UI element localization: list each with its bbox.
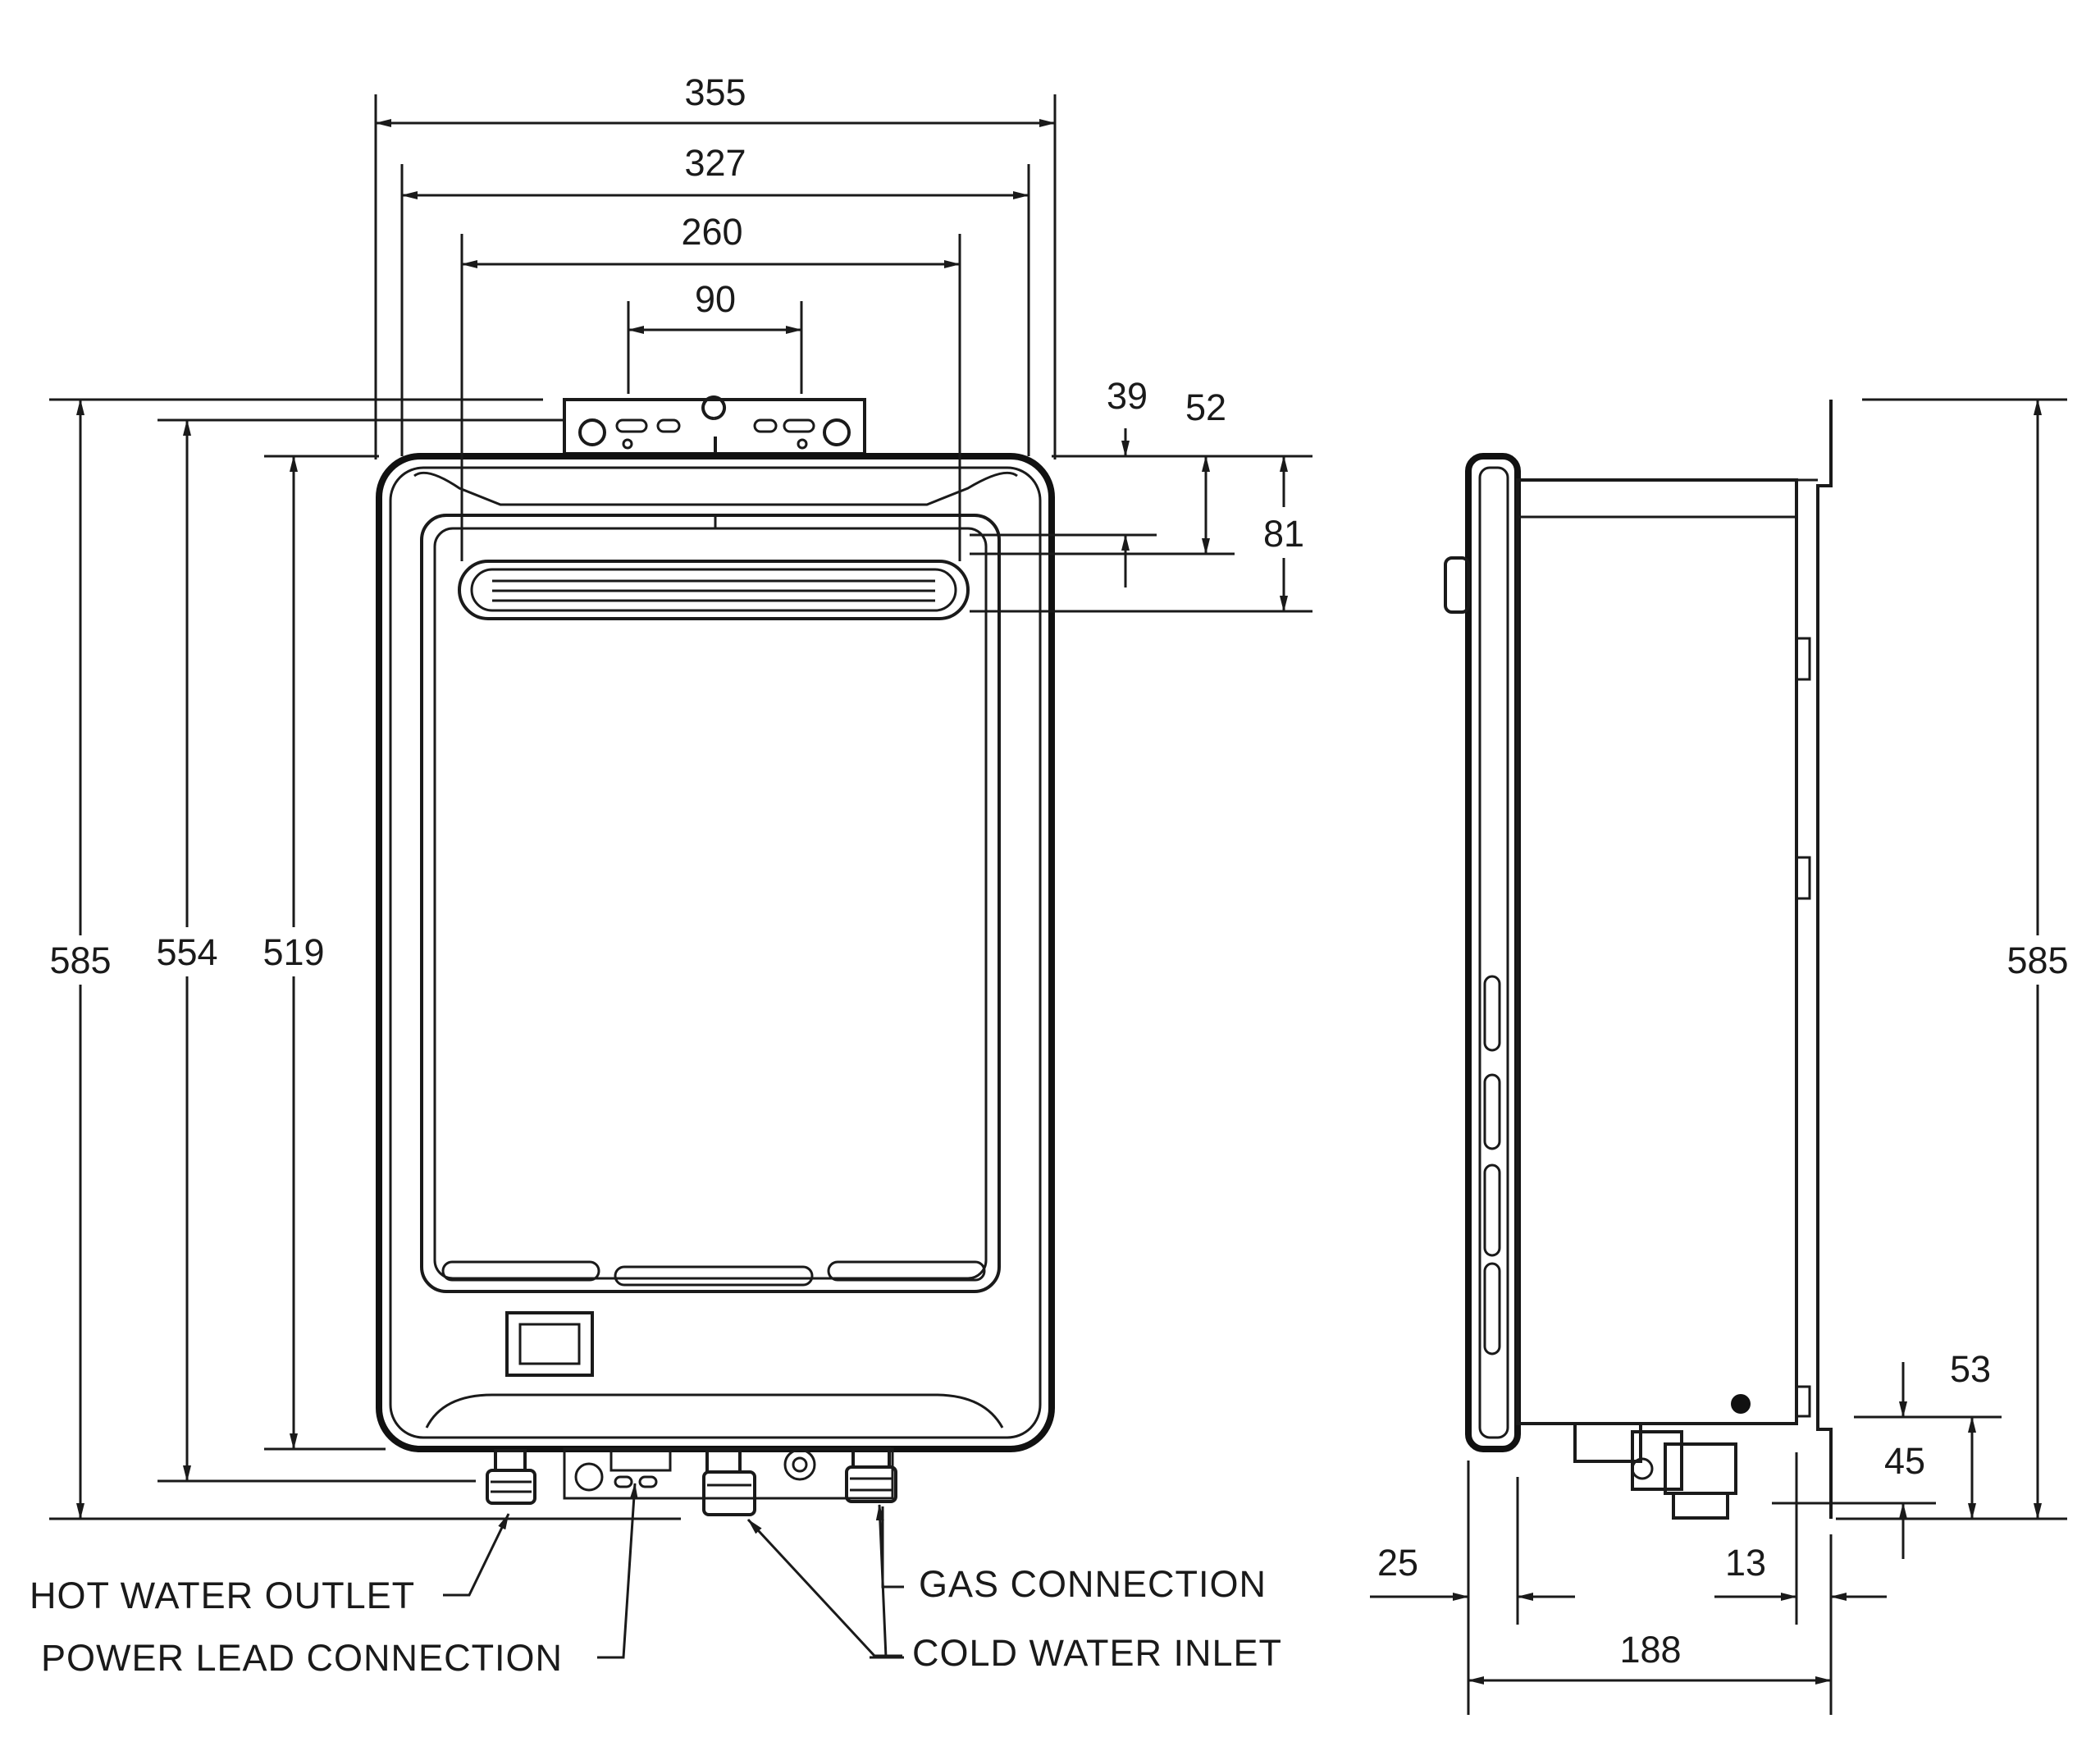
dim-height-554: 554 (156, 931, 217, 973)
dim-flue-39: 39 (1107, 375, 1148, 417)
dim-width-260: 260 (681, 211, 742, 253)
dim-flue-52: 52 (1185, 386, 1226, 428)
side-bottom-fittings (1573, 1394, 1751, 1520)
front-extension-lines (49, 94, 1312, 1520)
dim-side-25: 25 (1377, 1542, 1418, 1584)
front-width-dim-lines (375, 119, 1056, 334)
flue-outlet (458, 560, 970, 620)
control-display (505, 1311, 594, 1377)
dim-side-45: 45 (1884, 1440, 1925, 1482)
label-power-lead-connection: POWER LEAD CONNECTION (41, 1637, 563, 1679)
side-view: 585 53 45 25 13 188 (1370, 398, 2079, 1715)
front-view: 355 327 260 90 585 554 519 39 52 81 (30, 71, 1312, 1679)
bottom-connections (486, 1447, 897, 1516)
dim-side-height-585: 585 (2006, 939, 2068, 981)
dim-side-53: 53 (1950, 1348, 1991, 1390)
side-depth-dim-lines (1370, 1593, 1887, 1685)
label-hot-water-outlet: HOT WATER OUTLET (30, 1575, 415, 1616)
lower-vents (441, 1260, 986, 1287)
dim-flue-81: 81 (1263, 513, 1304, 555)
dim-height-519: 519 (262, 931, 324, 973)
front-cover-side (1465, 453, 1521, 1452)
dim-width-355: 355 (684, 71, 746, 113)
dim-width-327: 327 (684, 142, 746, 184)
front-panel (420, 514, 1001, 1293)
connection-leaders (443, 1483, 904, 1659)
heater-body-side (1516, 478, 1798, 1425)
label-gas-connection: GAS CONNECTION (919, 1563, 1267, 1605)
side-extension-lines (1467, 398, 2067, 1715)
dim-height-585: 585 (49, 939, 111, 981)
dim-side-188: 188 (1619, 1629, 1681, 1671)
dim-side-13: 13 (1725, 1542, 1766, 1584)
label-cold-water-inlet: COLD WATER INLET (912, 1632, 1282, 1674)
dim-width-90: 90 (695, 278, 736, 320)
mounting-bracket-top (563, 395, 866, 455)
